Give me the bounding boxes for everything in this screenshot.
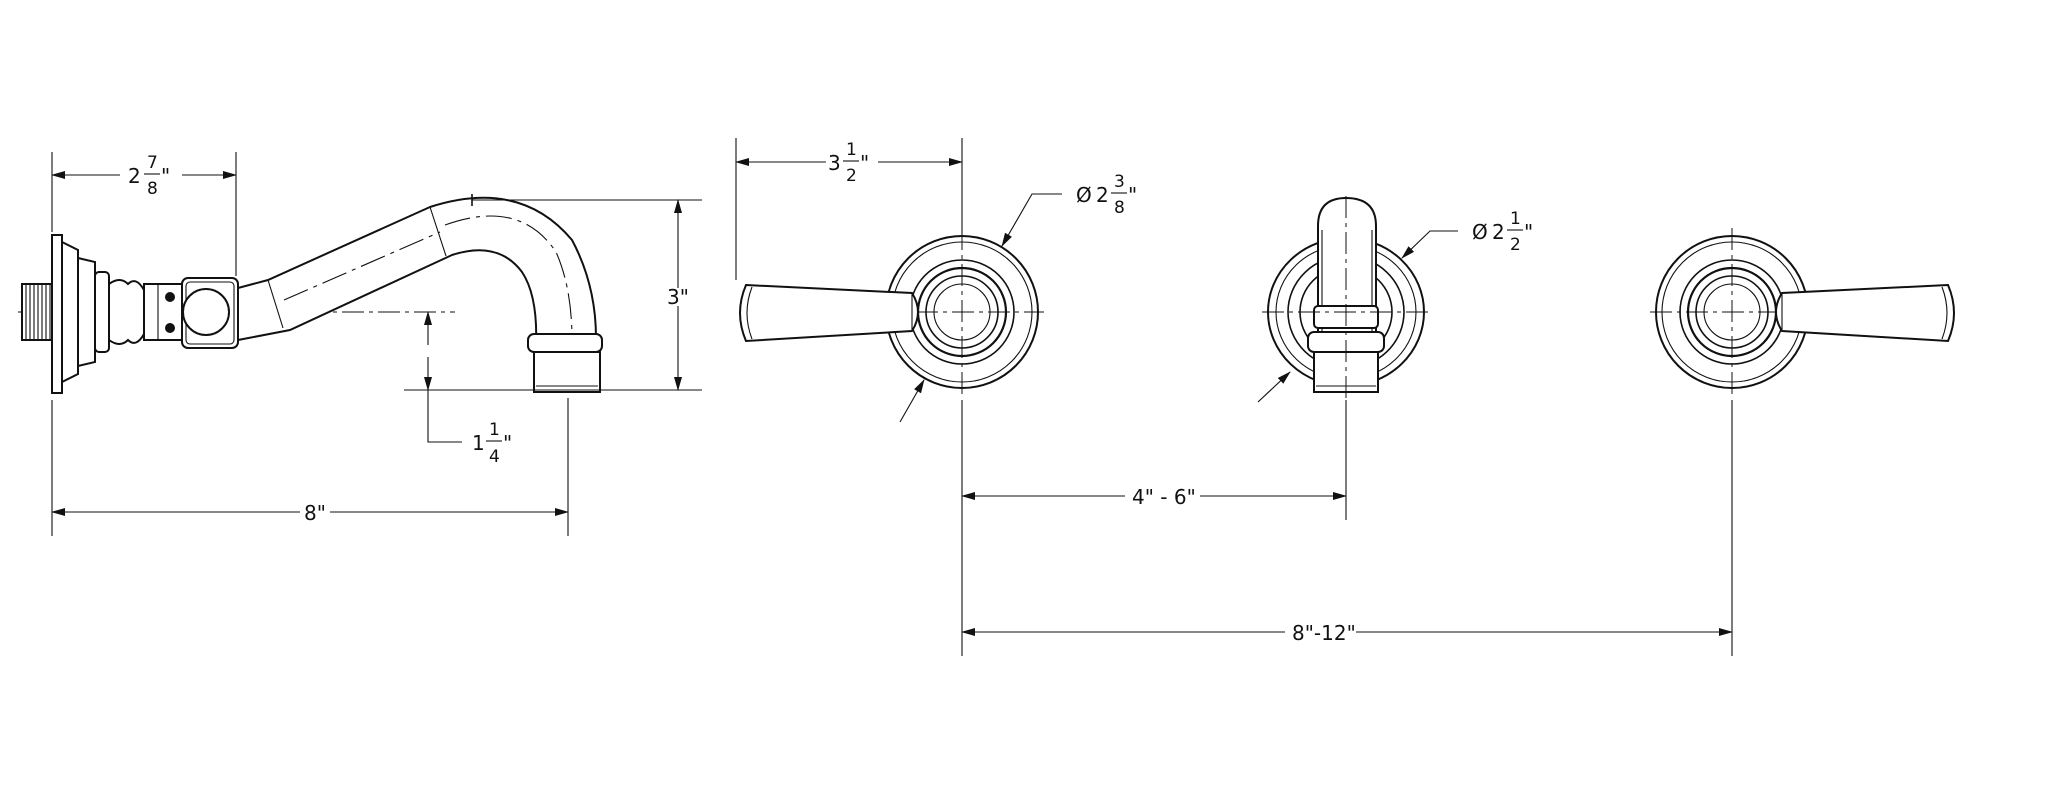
dim-text-symbol: Ø bbox=[1472, 220, 1488, 244]
dim-text-whole: 2 bbox=[128, 164, 141, 188]
dim-text-den: 2 bbox=[846, 166, 857, 186]
dimension-handle-projection: 3 1 2 " bbox=[735, 138, 963, 280]
left-handle-front-view bbox=[739, 228, 1044, 396]
dim-text-symbol: Ø bbox=[1076, 183, 1092, 207]
dim-text-unit: " bbox=[161, 164, 170, 188]
dim-text-unit: " bbox=[860, 151, 869, 175]
dim-text-num: 1 bbox=[846, 140, 857, 160]
dim-text-num: 7 bbox=[147, 153, 158, 173]
dim-text-whole: 1 bbox=[472, 431, 485, 455]
dim-text-whole: 3 bbox=[828, 151, 841, 175]
dim-text-den: 8 bbox=[1114, 198, 1125, 218]
spout-front-view bbox=[1262, 196, 1430, 398]
dim-text-unit: " bbox=[1128, 183, 1137, 207]
dim-text-den: 4 bbox=[489, 447, 500, 467]
dimension-handle-to-handle: 8"-12" bbox=[961, 400, 1733, 656]
dimension-handle-escutcheon-diameter: Ø 2 3 8 " bbox=[899, 172, 1137, 423]
dim-text-num: 1 bbox=[489, 420, 500, 440]
dimension-spout-projection: 2 7 8 " bbox=[51, 152, 237, 276]
dim-text-num: 3 bbox=[1114, 172, 1125, 192]
dimension-handle-to-spout: 4" - 6" bbox=[961, 400, 1347, 520]
dim-text-unit: " bbox=[503, 431, 512, 455]
dimension-spout-length: 8" bbox=[51, 398, 569, 536]
dim-text-whole: 2 bbox=[1492, 220, 1505, 244]
dimension-outlet-drop: 1 1 4 " bbox=[404, 311, 540, 467]
dim-text-handle-to-handle: 8"-12" bbox=[1292, 621, 1356, 645]
dim-text-den: 2 bbox=[1510, 235, 1521, 255]
dimension-spout-height: 3" bbox=[472, 199, 702, 391]
dim-text-spout-length: 8" bbox=[304, 501, 326, 525]
dim-text-spout-height: 3" bbox=[667, 285, 689, 309]
right-handle-front-view bbox=[1650, 228, 1955, 396]
dim-text-whole: 2 bbox=[1096, 183, 1109, 207]
dim-text-handle-to-spout: 4" - 6" bbox=[1132, 485, 1196, 509]
dimension-spout-escutcheon-diameter: Ø 2 1 2 " bbox=[1257, 209, 1533, 403]
dim-text-num: 1 bbox=[1510, 209, 1521, 229]
spout-side-view bbox=[18, 194, 603, 394]
dim-text-unit: " bbox=[1524, 220, 1533, 244]
dim-text-den: 8 bbox=[147, 179, 158, 199]
